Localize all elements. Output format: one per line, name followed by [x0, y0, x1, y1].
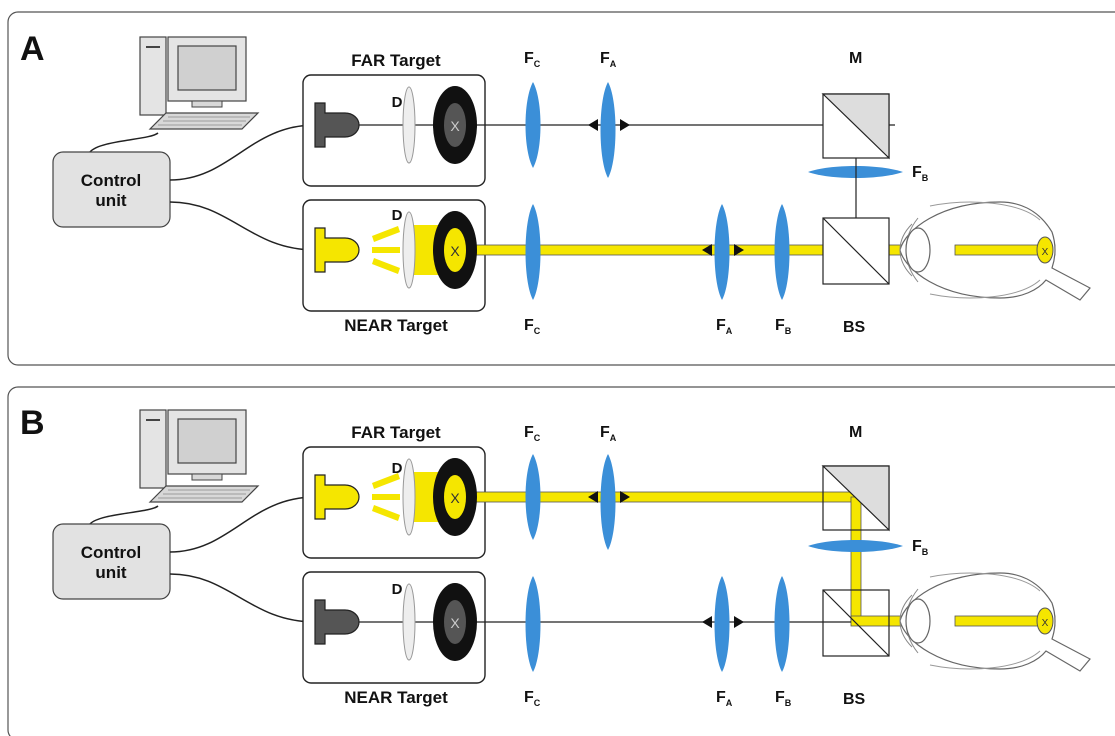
cable — [169, 573, 316, 623]
lens-label: FC — [524, 689, 541, 708]
beam-splitter — [822, 589, 890, 657]
retina-spot — [1036, 236, 1054, 264]
movement-arrow-icon — [588, 119, 630, 131]
far-target-label: FAR Target — [351, 51, 441, 70]
retina-spot — [1036, 607, 1054, 635]
lamp-rays — [372, 226, 400, 274]
lens-label: FB — [912, 164, 929, 183]
far-target-center — [444, 475, 466, 519]
movement-arrow-icon — [702, 616, 744, 628]
movement-arrow-icon — [702, 244, 744, 256]
lens-fc-far — [525, 82, 541, 168]
lens-label: FA — [716, 689, 733, 708]
far-target-x-icon: X — [450, 490, 460, 506]
panel-letter: B — [20, 404, 45, 442]
lens-fb-near — [774, 204, 790, 300]
light-beam — [412, 472, 440, 522]
cable — [89, 132, 159, 153]
control-unit-label: unit — [95, 191, 126, 210]
lens-fb-vertical — [808, 540, 903, 552]
retina-x-icon: X — [1042, 247, 1049, 258]
near-diffuser — [402, 211, 416, 289]
far-diffuser-label: D — [392, 460, 403, 477]
near-target-x-icon: X — [450, 243, 460, 259]
cable — [169, 201, 316, 251]
beam-splitter-label: BS — [843, 691, 866, 708]
computer-icon — [139, 36, 259, 130]
lens-label: FB — [912, 538, 929, 557]
light-beam — [954, 615, 1046, 627]
lens-fa-near — [714, 204, 730, 300]
light-beam — [850, 496, 862, 622]
movement-arrow-icon — [588, 491, 630, 503]
control-unit-box — [52, 523, 171, 600]
far-diffuser — [402, 458, 416, 536]
far-diffuser — [402, 86, 416, 164]
lens-fc-near — [525, 204, 541, 300]
near-target-label: NEAR Target — [344, 316, 448, 335]
lens-label: FC — [524, 317, 541, 336]
lens-fc-far — [525, 454, 541, 540]
lens-fa-near — [714, 576, 730, 672]
mirror-label: M — [849, 424, 862, 441]
light-beam — [459, 491, 861, 503]
near-target-center — [444, 228, 466, 272]
control-unit-label: unit — [95, 563, 126, 582]
light-beam — [954, 244, 1046, 256]
lens-fc-near — [525, 576, 541, 672]
panel-a: A Control unit FAR Target D X NEAR Targe… — [7, 11, 1115, 366]
far-target-label: FAR Target — [351, 423, 441, 442]
lens-label: FC — [524, 50, 541, 69]
lens-label: FB — [775, 689, 792, 708]
control-unit-box — [52, 151, 171, 228]
near-diffuser — [402, 583, 416, 661]
lens-label: FC — [524, 424, 541, 443]
lamp-rays — [372, 473, 400, 521]
far-diffuser-label: D — [392, 94, 403, 111]
lens-label: FB — [775, 317, 792, 336]
lens-fa-far — [600, 82, 616, 178]
near-diffuser-label: D — [392, 581, 403, 598]
control-unit-label: Control — [81, 171, 141, 190]
lens-fb-near — [774, 576, 790, 672]
light-beam — [412, 225, 440, 275]
panel-letter: A — [20, 30, 45, 68]
retina-x-icon: X — [1042, 618, 1049, 629]
near-target-x-icon: X — [450, 615, 460, 631]
panel-b: B Control unit FAR Target D X NEAR Targe… — [7, 386, 1115, 736]
mirror-label: M — [849, 50, 862, 67]
cable — [89, 505, 159, 525]
lens-label: FA — [716, 317, 733, 336]
far-target-center — [444, 103, 466, 147]
control-unit-label: Control — [81, 543, 141, 562]
near-target-center — [444, 600, 466, 644]
near-diffuser-label: D — [392, 207, 403, 224]
lens-label: FA — [600, 424, 617, 443]
far-target-x-icon: X — [450, 118, 460, 134]
lens-label: FA — [600, 50, 617, 69]
lens-fa-far — [600, 454, 616, 550]
cable — [169, 496, 316, 553]
cable — [169, 124, 316, 181]
computer-icon — [139, 409, 259, 503]
near-target-label: NEAR Target — [344, 688, 448, 707]
beam-splitter-label: BS — [843, 319, 866, 336]
